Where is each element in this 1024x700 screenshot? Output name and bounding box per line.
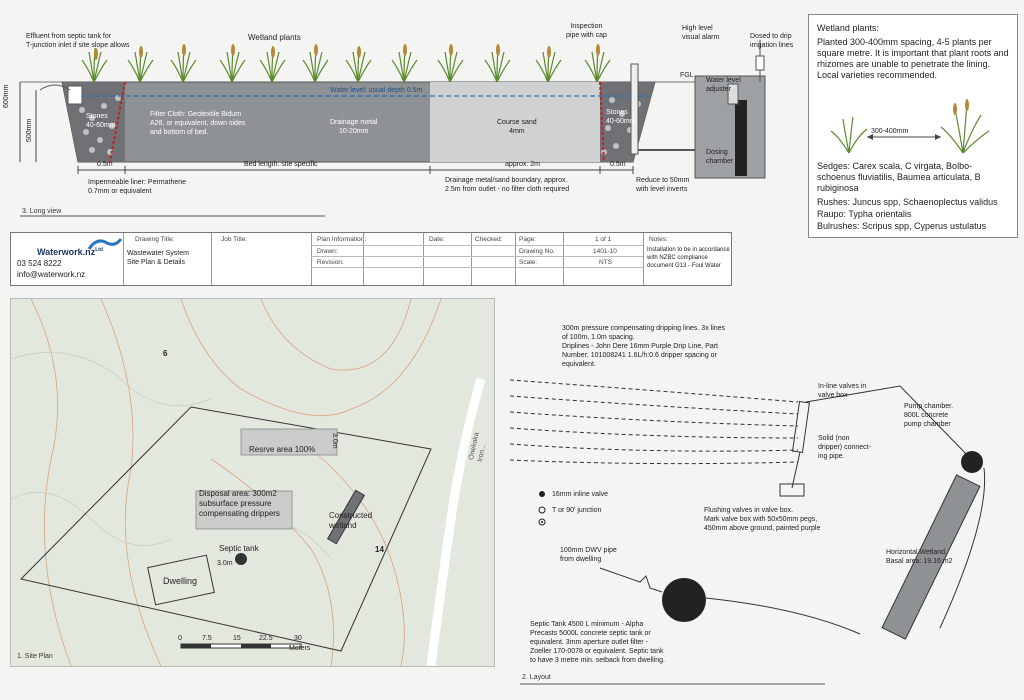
inspection-pipe-label: Inspection pipe with cap <box>566 23 607 39</box>
company-logo <box>87 238 123 250</box>
scale-unit-label: Meters <box>289 645 311 652</box>
drawing-title-value: Wastewater System Site Plan & Details <box>127 250 189 266</box>
bulrushes-text: Bulrushes: Scripus spp, Cyperus ustulatu… <box>817 221 987 231</box>
scale-tick-4: 30 <box>294 635 302 642</box>
solid-pipe-label: Solid (non dripper) connect- ing pipe. <box>818 435 871 460</box>
long-view-caption: 3. Long view <box>22 208 62 215</box>
company-suffix: Ltd <box>95 247 103 253</box>
disposal-area-label: Disposal area: 300m2 subsurface pressure… <box>199 489 280 518</box>
notes-label: Notes: <box>649 236 668 243</box>
wetland-plants-note: Wetland plants: Planted 300-400mm spacin… <box>808 14 1018 238</box>
revision-label: Revision: <box>317 259 344 266</box>
dim-05-left-label: 0.5m <box>97 161 113 168</box>
dosed-to-drip-label: Dosed to drip irrigation lines <box>750 33 794 49</box>
liner-label: Impermeable liner: Permathene 0.7mm or e… <box>88 179 187 195</box>
job-title-label: Job Title: <box>221 236 248 243</box>
rushes-text: Rushes: Juncus spp, Schaenoplectus valid… <box>817 197 998 207</box>
wetland-note-body: Planted 300-400mm spacing, 4-5 plants pe… <box>817 37 1009 80</box>
water-level-label: Water level: usual depth 0.5m <box>330 87 423 94</box>
long-view-drawing <box>0 0 766 217</box>
dwv-pipe-label: 100mm DWV pipe from dwelling <box>560 547 617 563</box>
site-plan-caption: 1. Site Plan <box>17 653 53 660</box>
scale-tick-0: 0 <box>178 635 182 642</box>
legend-t-junction: T or 90' junction <box>552 507 602 514</box>
date-label: Date: <box>429 236 445 243</box>
page-value: 1 of 1 <box>595 236 612 243</box>
site-plan-map: 6 14 Onekaka Iron... Resrve area 100% 3.… <box>10 298 495 667</box>
layout-section: 300m pressure compensating dripping line… <box>500 298 1020 690</box>
stones-right-label: Stones 40-60mm <box>606 109 636 125</box>
approx-2m-label: approx. 2m <box>505 161 541 168</box>
inline-valves-label: In-line valves in valve box <box>818 383 867 399</box>
constructed-wetland-label: Constructed wetland <box>329 511 373 530</box>
drawn-label: Drawn: <box>317 248 338 255</box>
bed-length-label: Bed length: site specific <box>244 161 318 168</box>
course-sand-label: Course sand 4mm <box>497 119 537 135</box>
title-block: Waterwork.nzLtd 03 524 8222 info@waterwo… <box>10 232 732 286</box>
dwelling-label: Dwelling <box>163 576 198 586</box>
drawing-no-label: Drawing No. <box>519 248 555 255</box>
plan-info-label: Plan Information: <box>317 236 367 243</box>
horizontal-wetland-label: Horizontal Wetland. Basal area: 19.16 m2 <box>886 549 953 565</box>
wetland-note-heading: Wetland plants: <box>817 23 879 33</box>
reserve-area-label: Resrve area 100% <box>249 445 316 454</box>
pump-chamber-label: Pump chamber. 800L concrete pump chamber <box>904 403 954 428</box>
company-name: Waterwork.nzLtd <box>37 247 103 257</box>
scale-tick-3: 22.5 <box>259 635 273 642</box>
plant-spacing-illustration <box>830 99 990 154</box>
page-label: Page: <box>519 236 536 243</box>
fgl-label: FGL <box>680 72 694 79</box>
drawing-title-label: Drawing Title: <box>135 236 175 243</box>
raupo-text: Raupo: Typha orientalis <box>817 209 912 219</box>
septic-tank-label: Septic tank <box>219 544 259 553</box>
long-view-section: Effluent from septic tank for T-junction… <box>0 0 800 225</box>
dripping-lines-note: 300m pressure compensating dripping line… <box>562 325 726 368</box>
effluent-label: Effluent from septic tank for T-junction… <box>26 33 130 49</box>
dim-600-label: 600mm <box>3 84 10 108</box>
high-level-alarm-label: High level visual alarm <box>682 25 720 41</box>
scale-value: NTS <box>599 259 612 266</box>
spacing-label: 300-400mm <box>871 128 909 135</box>
scale-tick-1: 7.5 <box>202 635 212 642</box>
stones-left-label: Stones 40-60mm <box>86 113 116 129</box>
lot-6-label: 6 <box>163 349 168 358</box>
flushing-valves-label: Flushing valves in valve box. Mark valve… <box>704 507 821 532</box>
septic-tank-note: Septic Tank 4500 L minimum - Alpha Preca… <box>530 621 666 664</box>
wetland-plants-label: Wetland plants <box>248 33 301 42</box>
dim-3m-reserve: 3.0m <box>331 433 338 449</box>
drawing-no-value: 1401-10 <box>593 248 617 255</box>
checked-label: Checked: <box>475 236 503 243</box>
dim-3m-septic: 3.0m <box>217 560 233 567</box>
company-email: info@waterwork.nz <box>17 270 86 279</box>
dim-500-label: 500mm <box>26 118 33 142</box>
reduce-50-label: Reduce to 50mm with level inverts <box>636 177 690 193</box>
legend-inline-valve: 16mm inline valve <box>552 491 609 498</box>
company-phone: 03 524 8222 <box>17 259 62 268</box>
drainage-metal-label: Drainage metal 10-20mm <box>330 119 378 135</box>
layout-drawing <box>509 379 986 685</box>
sedges-text: Sedges: Carex scala, C virgata, Bolbo- s… <box>817 161 981 193</box>
dosing-chamber-label: Dosing chamber <box>706 149 734 165</box>
water-level-adjuster-label: Water level adjuster <box>706 77 741 93</box>
lot-14-label: 14 <box>375 545 384 554</box>
notes-value: Installation to be in accordance with NZ… <box>647 247 730 269</box>
site-plan-drawing <box>11 299 486 666</box>
drainage-boundary-label: Drainage metal/sand boundary, approx. 2.… <box>445 177 570 193</box>
dim-05-right-label: 0.5m <box>610 161 626 168</box>
filter-cloth-label: Filter Cloth: Geotextile Bidum A28, or e… <box>150 111 246 136</box>
scale-label: Scale: <box>519 259 538 266</box>
scale-tick-2: 15 <box>233 635 241 642</box>
layout-caption: 2. Layout <box>522 674 551 681</box>
